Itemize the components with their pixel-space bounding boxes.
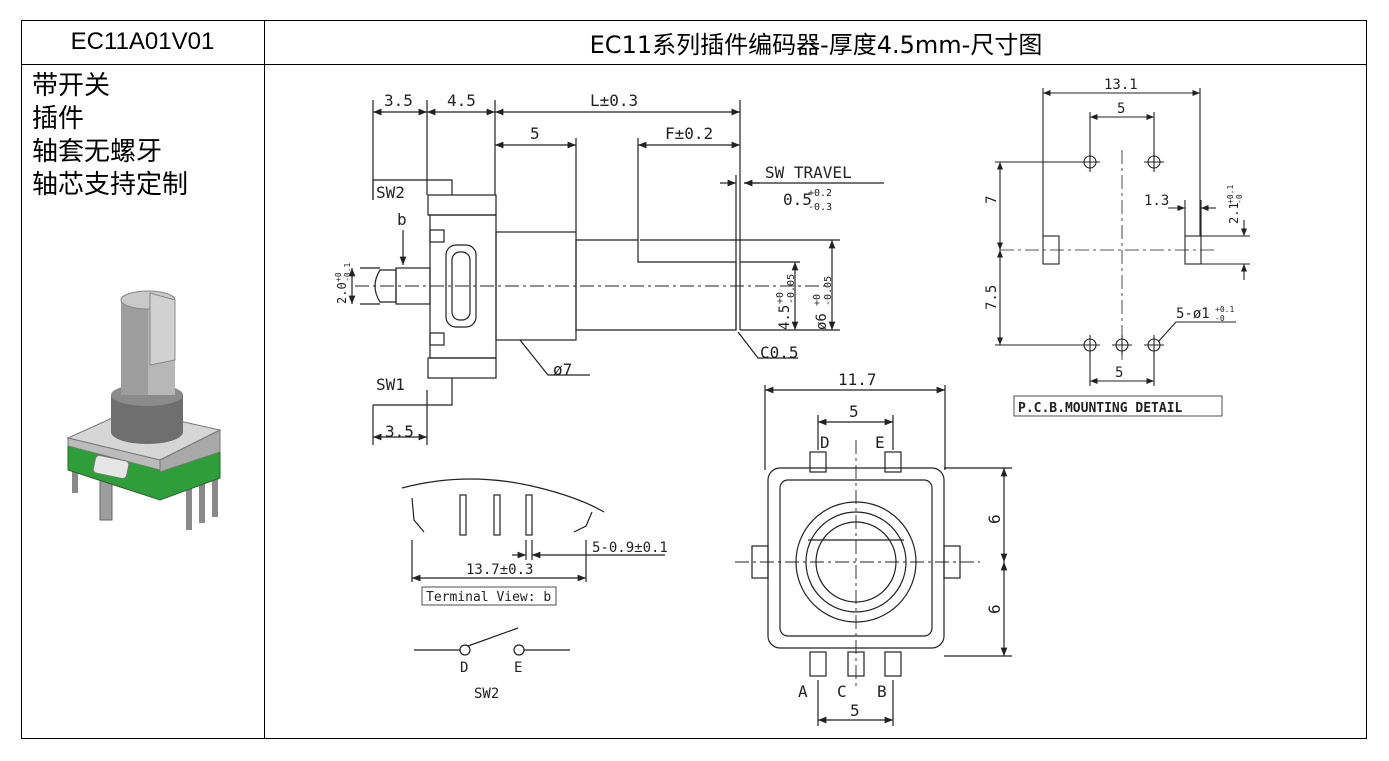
dim-7-5: 7.5 (984, 285, 1000, 310)
dim-2-1-tol-up: +0.1 (1226, 185, 1235, 204)
feature-list: 带开关 插件 轴套无螺牙 轴芯支持定制 (32, 70, 188, 202)
terminal-d-label: D (460, 660, 468, 676)
pin-c-label: C (837, 682, 847, 701)
switch-diagram-labels: D E SW2 (460, 660, 522, 702)
pin-d-label: D (820, 433, 830, 452)
chamfer-c05: C0.5 (760, 343, 799, 362)
pin-dia-value: 2.0 (335, 282, 349, 304)
feature-item: 带开关 (32, 71, 111, 101)
top-view-drawing (735, 385, 1012, 726)
sw-travel-tol-up: +0.2 (808, 188, 832, 199)
dim-6-lower: 6 (985, 604, 1004, 614)
pcb-caption: P.C.B.MOUNTING DETAIL (1018, 401, 1183, 416)
column-divider (264, 20, 265, 739)
pin-dia-tol-down: -0.1 (343, 263, 352, 282)
header-divider (21, 64, 1367, 65)
dim-6-upper: 6 (985, 514, 1004, 524)
terminal-view-drawing (401, 478, 665, 606)
dim-l: L±0.3 (590, 91, 638, 110)
dim-3-5-top: 3.5 (384, 91, 413, 110)
shaft-tol-up: +0 (812, 294, 823, 306)
flat-tol-up: +0 (775, 292, 786, 304)
dim-2-1-tol-down: -0 (1235, 194, 1244, 204)
feature-item: 轴芯支持定制 (32, 170, 189, 200)
shaft-tol-down: -0.05 (823, 276, 834, 306)
pin-b-label: B (877, 682, 887, 701)
dim-2-1-value: 2.1 (1227, 202, 1241, 224)
sw-travel-tol-down: -0.3 (808, 202, 832, 213)
dim-5-bottom: 5 (850, 701, 860, 720)
dim-5-top: 5 (1117, 101, 1125, 117)
side-view-labels: 3.5 4.5 L±0.3 5 F±0.2 SW TRAVEL 0.5 +0.2… (334, 91, 852, 441)
view-b-label: b (397, 210, 407, 229)
dia-7: ø7 (553, 360, 572, 379)
dim-f: F±0.2 (665, 124, 713, 143)
holes-value: 5-ø1 (1176, 306, 1210, 322)
sw-travel-label: SW TRAVEL (765, 163, 852, 182)
feature-item: 轴套无螺牙 (32, 137, 163, 167)
top-view-labels: 11.7 5 D E 6 6 A C B 5 (798, 370, 1004, 720)
dim-13-1: 13.1 (1104, 77, 1138, 93)
product-photo (66, 290, 222, 530)
pin-a-label: A (798, 682, 808, 701)
drawing-title: EC11系列插件编码器-厚度4.5mm-尺寸图 (589, 30, 1043, 59)
dim-pitch: 5-0.9±0.1 (592, 540, 668, 556)
dim-5: 5 (530, 124, 540, 143)
dim-terminal-width: 13.7±0.3 (466, 562, 533, 578)
dim-7: 7 (984, 196, 1000, 204)
pcb-detail-drawing (995, 88, 1250, 417)
dim-3-5-bottom: 3.5 (385, 422, 414, 441)
table-frame (21, 20, 1367, 739)
pcb-detail-labels: 13.1 5 7 1.3 2.1 +0.1 -0 7.5 5-ø1 +0.1 -… (984, 77, 1244, 416)
dim-4-5: 4.5 (447, 91, 476, 110)
side-view-drawing (348, 100, 884, 445)
sw-travel-value: 0.5 (783, 190, 812, 209)
flat-value: 4.5 (777, 305, 793, 330)
dim-5-top: 5 (849, 402, 859, 421)
switch-diagram (414, 627, 570, 656)
feature-item: 插件 (32, 104, 85, 134)
model-number: EC11A01V01 (70, 28, 215, 55)
dim-1-3: 1.3 (1144, 193, 1169, 209)
holes-tol-down: -0 (1215, 314, 1225, 323)
terminal-view-labels: 5-0.9±0.1 13.7±0.3 Terminal View: b (426, 540, 668, 605)
terminal-e-label: E (514, 660, 522, 676)
pin-dia-tol-up: +0 (334, 272, 343, 282)
pin-e-label: E (875, 433, 885, 452)
holes-tol-up: +0.1 (1215, 305, 1234, 314)
sw1-label: SW1 (376, 375, 405, 394)
sw2-diagram-label: SW2 (474, 686, 499, 702)
dim-5-bottom: 5 (1115, 365, 1123, 381)
shaft-value: ø6 (814, 313, 830, 330)
flat-tol-down: -0.05 (786, 274, 797, 304)
terminal-view-caption: Terminal View: b (426, 590, 551, 605)
sw2-label: SW2 (376, 183, 405, 202)
dim-11-7: 11.7 (838, 370, 877, 389)
